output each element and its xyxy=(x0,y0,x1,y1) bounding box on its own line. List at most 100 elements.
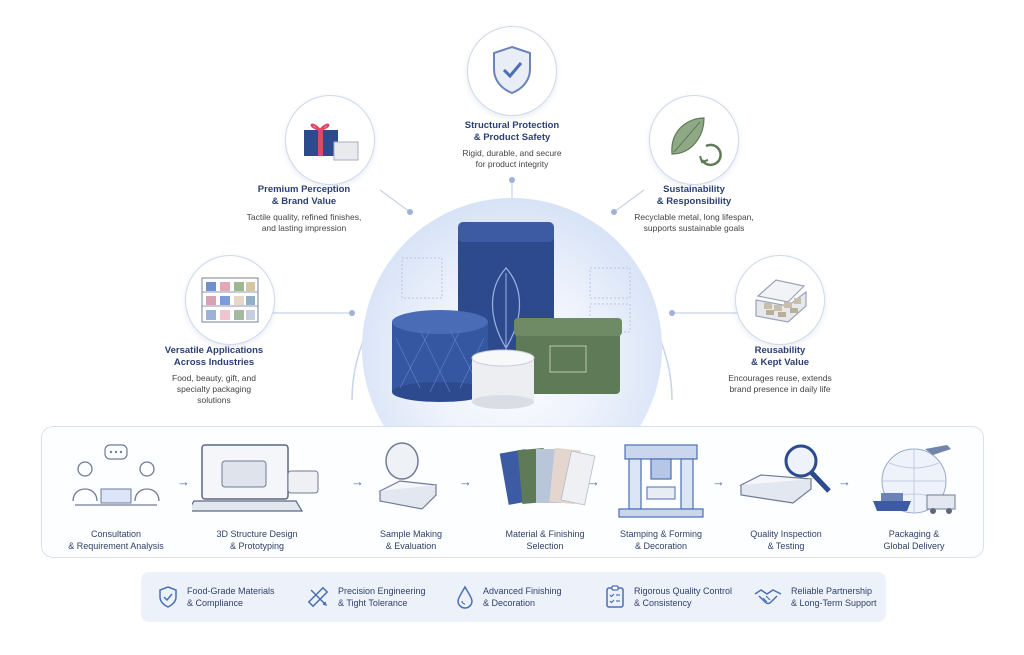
structural-title-1: Structural Protection xyxy=(464,120,560,131)
capability-finishing: Advanced Finishing & Decoration xyxy=(439,585,588,609)
sustainability-title-1: Sustainability xyxy=(663,184,725,195)
premium-desc-1: Tactile quality, refined finishes, xyxy=(246,212,362,222)
process-step-packaging-delivery: Packaging & Global Delivery xyxy=(854,427,974,559)
open-tin-icon xyxy=(755,279,807,323)
capability-label: Reliable Partnership & Long-Term Support xyxy=(791,585,877,609)
premium-title-1: Premium Perception xyxy=(257,184,351,195)
step-label-1: 3D Structure Design xyxy=(216,529,298,539)
reusability-desc: Encourages reuse, extends brand presence… xyxy=(705,373,855,395)
versatile-desc-2: specialty packaging xyxy=(176,384,252,394)
step-label-2: & Evaluation xyxy=(385,541,437,551)
process-step-stamping: Stamping & Forming & Decoration xyxy=(601,427,721,559)
press-machine-icon xyxy=(618,444,704,518)
globe-shipping-icon xyxy=(873,445,956,514)
versatile-desc: Food, beauty, gift, and specialty packag… xyxy=(139,373,289,406)
structural-desc-1: Rigid, durable, and secure xyxy=(462,148,562,158)
step-label: Stamping & Forming & Decoration xyxy=(601,528,721,552)
sustainability-desc-2: supports sustainable goals xyxy=(643,223,745,233)
premium-desc-2: and lasting impression xyxy=(261,223,347,233)
process-arrow-4: → xyxy=(587,474,600,489)
structural-protection-icon-circle xyxy=(467,26,557,116)
premium-perception-icon-circle xyxy=(285,95,375,185)
sustainability-icon-circle xyxy=(649,95,739,185)
step-label-1: Sample Making xyxy=(379,529,443,539)
leaf-recycle-icon xyxy=(671,117,722,167)
cap-label-2: & Long-Term Support xyxy=(791,598,877,608)
reusability-title-2: & Kept Value xyxy=(750,357,810,368)
sample-tin-icon xyxy=(378,442,438,510)
versatile-applications-icon-circle xyxy=(185,255,275,345)
swatches-icon xyxy=(499,447,596,506)
sustainability-title-2: & Responsibility xyxy=(656,196,732,207)
structural-title-2: & Product Safety xyxy=(473,132,551,143)
cap-label-2: & Decoration xyxy=(483,598,536,608)
step-label-2: & Requirement Analysis xyxy=(68,541,164,551)
cap-label-1: Rigorous Quality Control xyxy=(634,586,733,596)
process-arrow-1: → xyxy=(177,474,190,489)
reusability-icon-circle xyxy=(735,255,825,345)
consultation-icon xyxy=(72,444,160,506)
process-panel: Consultation & Requirement Analysis 3D S… xyxy=(41,426,984,558)
process-step-material-selection: Material & Finishing Selection xyxy=(485,427,605,559)
capability-precision: Precision Engineering & Tight Tolerance xyxy=(290,585,439,609)
step-label: Consultation & Requirement Analysis xyxy=(56,528,176,552)
process-step-consultation: Consultation & Requirement Analysis xyxy=(56,427,176,559)
cap-label-1: Advanced Finishing xyxy=(483,586,562,596)
sustainability-desc: Recyclable metal, long lifespan, support… xyxy=(619,212,769,234)
checklist-icon xyxy=(606,585,624,608)
capability-partnership: Reliable Partnership & Long-Term Support xyxy=(737,585,886,609)
step-label: Sample Making & Evaluation xyxy=(351,528,471,552)
step-label: Packaging & Global Delivery xyxy=(854,528,974,552)
versatile-title-1: Versatile Applications xyxy=(164,345,264,356)
handshake-icon xyxy=(754,589,782,605)
reusability-desc-2: brand presence in daily life xyxy=(729,384,831,394)
process-arrow-6: → xyxy=(838,474,851,489)
step-label-1: Stamping & Forming xyxy=(619,529,703,539)
step-label-1: Material & Finishing xyxy=(505,529,585,539)
sustainability-block: Sustainability & Responsibility Recyclab… xyxy=(619,184,769,234)
step-label-2: Global Delivery xyxy=(883,541,945,551)
capability-food-grade: Food-Grade Materials & Compliance xyxy=(141,585,290,609)
step-label-2: & Testing xyxy=(767,541,805,551)
step-label-1: Packaging & xyxy=(888,529,940,539)
step-label: 3D Structure Design & Prototyping xyxy=(197,528,317,552)
process-arrow-5: → xyxy=(712,474,725,489)
shelf-icon xyxy=(201,277,259,323)
process-arrow-3: → xyxy=(459,474,472,489)
reusability-title-1: Reusability xyxy=(754,345,806,356)
reusability-desc-1: Encourages reuse, extends xyxy=(728,373,832,383)
cap-label-1: Food-Grade Materials xyxy=(187,586,275,596)
shield-check-icon xyxy=(493,45,531,95)
cap-label-1: Precision Engineering xyxy=(338,586,426,596)
tin-collection-illustration xyxy=(392,222,631,409)
laptop-icon xyxy=(192,444,319,512)
cap-label-2: & Consistency xyxy=(634,598,692,608)
capability-label: Precision Engineering & Tight Tolerance xyxy=(338,585,426,609)
capability-bar: Food-Grade Materials & Compliance Precis… xyxy=(141,572,886,622)
step-label-1: Consultation xyxy=(90,529,142,539)
premium-desc: Tactile quality, refined finishes, and l… xyxy=(229,212,379,234)
process-step-3d-design: 3D Structure Design & Prototyping xyxy=(192,427,319,559)
step-label-1: Quality Inspection xyxy=(750,529,822,539)
capability-label: Advanced Finishing & Decoration xyxy=(483,585,562,609)
droplet-icon xyxy=(457,585,473,609)
versatile-title-2: Across Industries xyxy=(173,357,255,368)
versatile-desc-3: solutions xyxy=(197,395,231,405)
step-label-2: Selection xyxy=(526,541,564,551)
step-label-2: & Prototyping xyxy=(229,541,285,551)
structural-desc: Rigid, durable, and secure for product i… xyxy=(437,148,587,170)
premium-perception-block: Premium Perception & Brand Value Tactile… xyxy=(229,184,379,234)
gift-box-icon xyxy=(304,123,359,161)
capability-label: Rigorous Quality Control & Consistency xyxy=(634,585,732,609)
structural-desc-2: for product integrity xyxy=(475,159,549,169)
reusability-block: Reusability & Kept Value Encourages reus… xyxy=(705,345,855,395)
capability-quality-control: Rigorous Quality Control & Consistency xyxy=(588,585,737,609)
premium-title-2: & Brand Value xyxy=(271,196,337,207)
cap-label-2: & Tight Tolerance xyxy=(338,598,408,608)
step-label: Quality Inspection & Testing xyxy=(726,528,846,552)
shield-check-icon xyxy=(159,586,177,608)
step-label-2: & Decoration xyxy=(634,541,688,551)
versatile-applications-block: Versatile Applications Across Industries… xyxy=(139,345,289,406)
process-step-quality-inspection: Quality Inspection & Testing xyxy=(726,427,846,559)
sustainability-desc-1: Recyclable metal, long lifespan, xyxy=(634,212,754,222)
